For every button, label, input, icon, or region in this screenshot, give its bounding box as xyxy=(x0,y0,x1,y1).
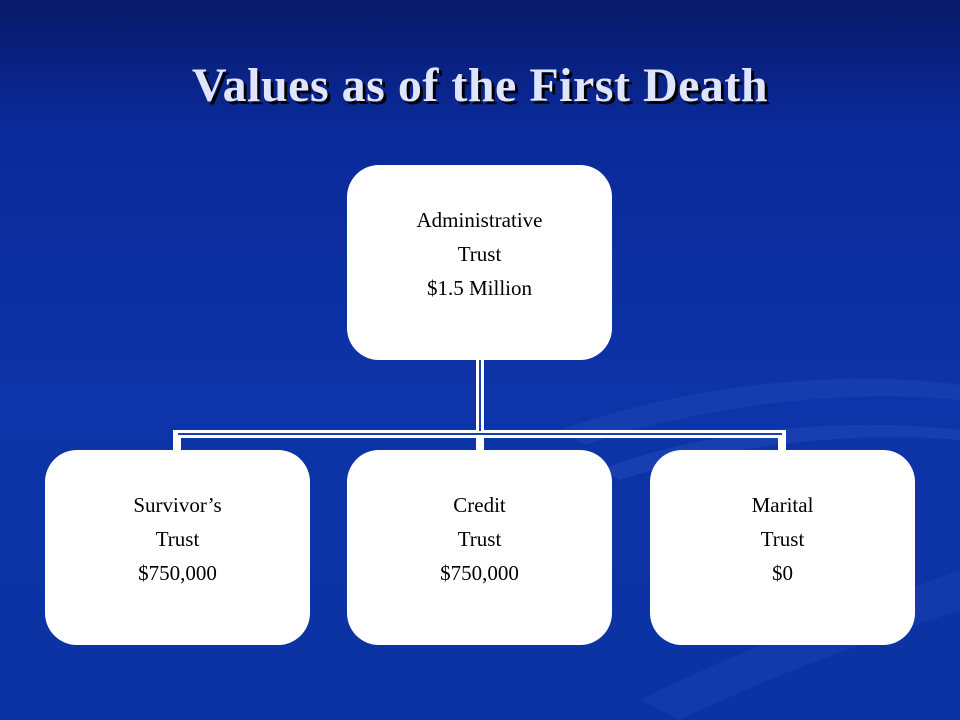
credit-trust-node: Credit Trust $750,000 xyxy=(349,452,610,643)
node-label-line2: Trust xyxy=(457,526,502,551)
node-label-line1: Administrative xyxy=(416,207,543,232)
node-value: $750,000 xyxy=(440,560,519,585)
node-label-line1: Marital xyxy=(751,492,814,517)
node-label-line2: Trust xyxy=(155,526,200,551)
node-label-line2: Trust xyxy=(760,526,805,551)
administrative-trust-node: Administrative Trust $1.5 Million xyxy=(349,167,610,358)
node-value: $1.5 Million xyxy=(426,275,532,300)
slide-title: Values as of the First Death xyxy=(191,59,769,112)
survivors-trust-node: Survivor’s Trust $750,000 xyxy=(47,452,308,643)
node-label-line1: Survivor’s xyxy=(133,492,222,517)
marital-trust-node: Marital Trust $0 xyxy=(652,452,913,643)
node-label-line1: Credit xyxy=(453,492,506,517)
node-value: $750,000 xyxy=(138,560,217,585)
node-value: $0 xyxy=(772,560,793,585)
node-label-line2: Trust xyxy=(457,241,502,266)
